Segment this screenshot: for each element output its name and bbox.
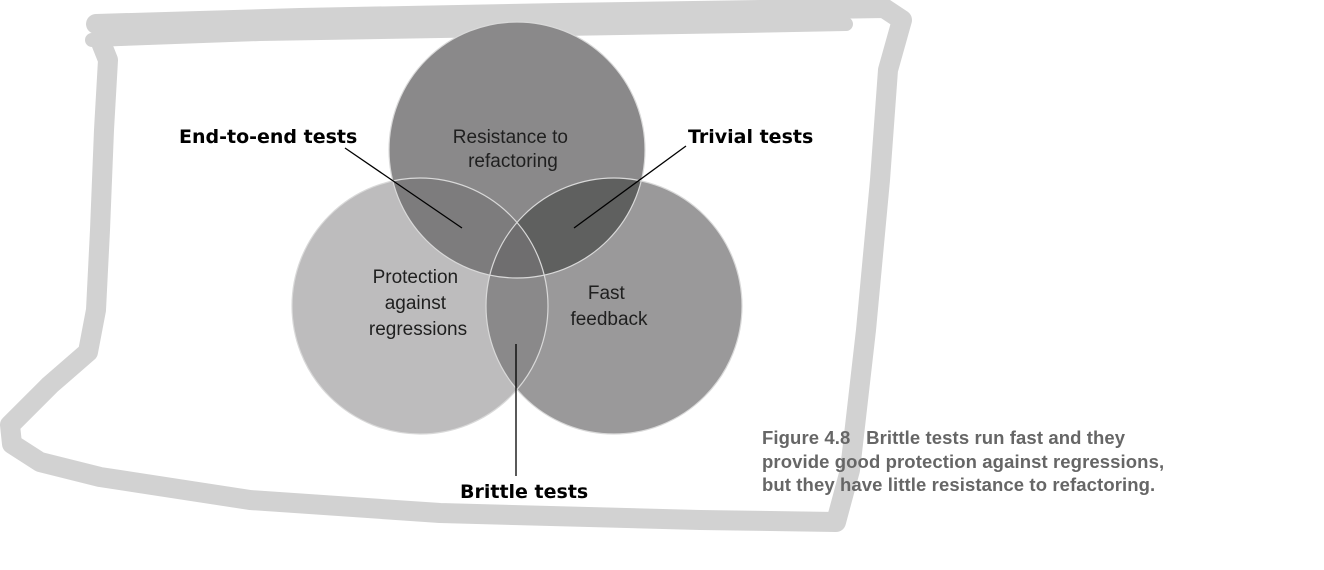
circle-labels: Resistance to refactoring Protection aga… bbox=[369, 127, 648, 340]
circle-outline-protection bbox=[291, 177, 549, 435]
label-resistance: Resistance to refactoring bbox=[453, 127, 573, 172]
callout-brittle: Brittle tests bbox=[460, 481, 588, 503]
overlap-resistance-feedback bbox=[486, 178, 645, 278]
circles bbox=[291, 21, 743, 435]
caption-line-3: but they have little resistance to refac… bbox=[762, 474, 1156, 495]
figure-caption: Figure 4.8 Brittle tests run fast and th… bbox=[762, 426, 1232, 497]
callouts: End-to-end tests Trivial tests Brittle t… bbox=[179, 126, 813, 503]
label-protection: Protection against regressions bbox=[369, 267, 467, 340]
frame-stroke bbox=[0, 0, 912, 532]
overlap-resistance-protection bbox=[389, 178, 548, 278]
caption-line-1: Figure 4.8 Brittle tests run fast and th… bbox=[762, 426, 1232, 450]
leader-end-to-end bbox=[344, 147, 463, 229]
callout-trivial: Trivial tests bbox=[688, 126, 813, 148]
circle-outline-feedback bbox=[485, 177, 743, 435]
label-feedback: Fast feedback bbox=[570, 283, 648, 330]
figure-number: Figure 4.8 bbox=[762, 427, 851, 448]
caption-text-1: Brittle tests run fast and they bbox=[866, 427, 1126, 448]
callout-end-to-end: End-to-end tests bbox=[179, 126, 357, 148]
callout-lines bbox=[344, 145, 687, 476]
leader-trivial bbox=[573, 145, 687, 229]
circle-outline-resistance bbox=[388, 21, 646, 279]
caption-line-2: provide good protection against regressi… bbox=[762, 450, 1165, 472]
